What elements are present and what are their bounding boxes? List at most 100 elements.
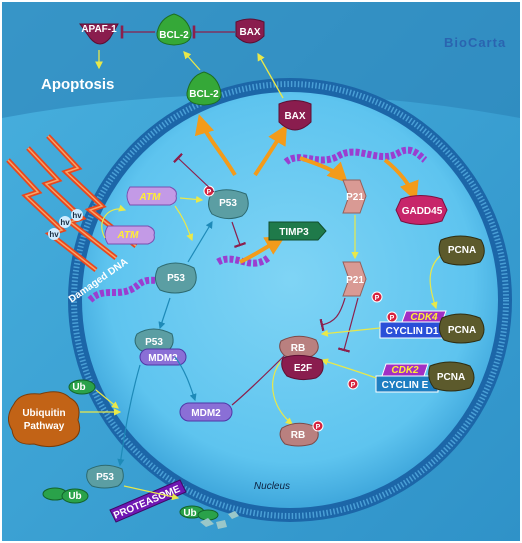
p21-mid-label: P21	[346, 275, 364, 286]
atm-to-p53-arrow	[179, 195, 204, 204]
p53-to-proteasome-arrow	[123, 485, 180, 501]
hv-bubble-3	[71, 209, 83, 221]
e2f-label: E2F	[294, 363, 312, 374]
peptide-fragment-3	[228, 511, 239, 519]
ub-top[interactable]: Ub	[68, 379, 96, 395]
biocarta-logo: BioCarta	[444, 35, 506, 50]
p53-degraded-protein[interactable]: P53	[86, 464, 124, 489]
bcl2-mid-protein[interactable]: BCL-2	[186, 71, 222, 106]
bax-nuclear-label: BAX	[284, 111, 305, 122]
p53-left-protein[interactable]: P53	[154, 262, 197, 294]
dna-strand-top	[283, 146, 428, 165]
phospho-label-p53: P	[207, 189, 212, 196]
phospho-label-rb: P	[316, 424, 321, 431]
nucleus-label: Nucleus	[254, 481, 290, 492]
mdm2-free-protein[interactable]: MDM2	[179, 402, 233, 422]
cyclin-e-label: CYCLIN E	[382, 380, 429, 391]
bax-translocation-arrow	[257, 52, 284, 99]
ub-bottom[interactable]: Ub	[42, 487, 89, 504]
p53-transcribes-p21	[299, 156, 348, 183]
peptide-fragments	[200, 511, 239, 529]
bax-nuclear-protein[interactable]: BAX	[278, 100, 312, 131]
uv-ray-1-glow	[7, 159, 97, 271]
atm-protein-2[interactable]: ATM	[104, 225, 155, 245]
p53-binds-mdm2-arrow	[158, 297, 171, 330]
p53-center-label: P53	[219, 198, 237, 209]
uv-ray-3-glow	[47, 135, 137, 247]
ubiquitin-pathway-label-1: Ubiquitin	[22, 408, 65, 419]
cdk2-phospho-badge	[347, 378, 359, 390]
apaf1-label: APAF-1	[81, 24, 117, 35]
p53-phospho-protein[interactable]: P53 P	[203, 185, 249, 220]
hv-label-2: hv	[60, 218, 70, 227]
rb-complex-protein	[279, 335, 319, 359]
e2f-protein	[281, 354, 324, 381]
peptide-fragment-1	[200, 518, 214, 527]
damage-activates-atm	[101, 204, 127, 239]
rb-phospho-badge	[312, 420, 324, 432]
p53-represses-bcl2	[173, 152, 215, 193]
pcna-label-2: PCNA	[448, 325, 476, 336]
bcl2-top-protein[interactable]: BCL-2	[156, 13, 192, 46]
pcna-label-3: PCNA	[437, 372, 465, 383]
ub-to-p53-arrow	[95, 389, 119, 409]
p53-transcribes-gadd45	[383, 158, 419, 202]
bcl2-mid-label: BCL-2	[189, 89, 219, 100]
p53-left-activation-arrow	[187, 220, 213, 263]
cdk4-label: CDK4	[410, 312, 438, 323]
p21-top-label: P21	[346, 192, 364, 203]
hv-bubble-1	[48, 228, 60, 240]
rb-complex-label: RB	[291, 343, 305, 354]
apoptosis-label: Apoptosis	[41, 76, 114, 93]
pcna-protein-3	[428, 361, 475, 392]
p53-transcribes-bax	[253, 124, 288, 177]
ub-top-label: Ub	[72, 382, 85, 393]
atm-label-1: ATM	[139, 192, 162, 203]
cdk2-cycline-complex[interactable]: CDK2 CYCLIN E PCNA P	[347, 361, 475, 393]
gadd45-protein[interactable]: GADD45	[395, 195, 448, 225]
atm-protein-1[interactable]: ATM	[126, 186, 177, 206]
bax-top-protein[interactable]: BAX	[235, 18, 265, 44]
peptide-fragment-2	[216, 520, 227, 529]
hv-label-1: hv	[49, 230, 59, 239]
ub-free-label: Ub	[183, 508, 196, 519]
atm-label-2: ATM	[117, 230, 140, 241]
rb-release-arrow	[272, 361, 293, 425]
cdk2-label: CDK2	[391, 365, 419, 376]
uv-ray-2-glow	[27, 147, 117, 259]
p21-phospho-badge	[371, 291, 383, 303]
apaf1-protein[interactable]: APAF-1	[79, 23, 119, 45]
complex-to-degradation	[117, 364, 141, 467]
p21-inhibits-cdk2	[337, 297, 359, 353]
rb-free-label: RB	[291, 430, 305, 441]
bcl2-translocation-arrow	[183, 51, 201, 71]
ub-bottom-label: Ub	[68, 491, 81, 502]
hv-label-3: hv	[72, 211, 82, 220]
phospho-label-cdk2: P	[351, 382, 356, 389]
p53-degraded-label: P53	[96, 472, 114, 483]
ubiquitin-pathway[interactable]: Ubiquitin Pathway	[8, 391, 81, 448]
pcna-to-cdk4	[429, 255, 441, 310]
p21-top-protein[interactable]: P21	[342, 179, 367, 214]
bax-top-label: BAX	[239, 27, 260, 38]
rb-e2f-complex[interactable]: RB E2F	[279, 335, 324, 381]
p53-transcribes-bcl2	[194, 114, 237, 177]
cdk4-phospho-badge	[386, 311, 398, 323]
rb-free-protein[interactable]: RB P	[279, 420, 324, 447]
p21-mid-protein[interactable]: P21 P	[342, 261, 383, 303]
timp3-protein[interactable]: TIMP3	[268, 221, 327, 241]
mdm2-free-label: MDM2	[191, 408, 221, 419]
timp3-label: TIMP3	[279, 227, 309, 238]
cdk4-cyclind1-complex[interactable]: CDK4 CYCLIN D1 PCNA P	[379, 310, 485, 344]
p53-phospho-badge	[203, 185, 215, 197]
mdm2-complex-protein	[139, 348, 187, 366]
gadd45-label: GADD45	[402, 206, 443, 217]
complex-releases-mdm2	[174, 356, 197, 402]
nuclear-envelope-texture	[71, 81, 509, 519]
pcna-protein-1[interactable]: PCNA	[438, 235, 485, 266]
mdm2-inhibits-rb-e2f	[231, 346, 294, 406]
p53-mdm2-complex[interactable]: P53 MDM2	[134, 328, 187, 366]
phospho-label-cdk4: P	[390, 315, 395, 322]
uv-radiation: hv hv hv	[6, 134, 138, 272]
